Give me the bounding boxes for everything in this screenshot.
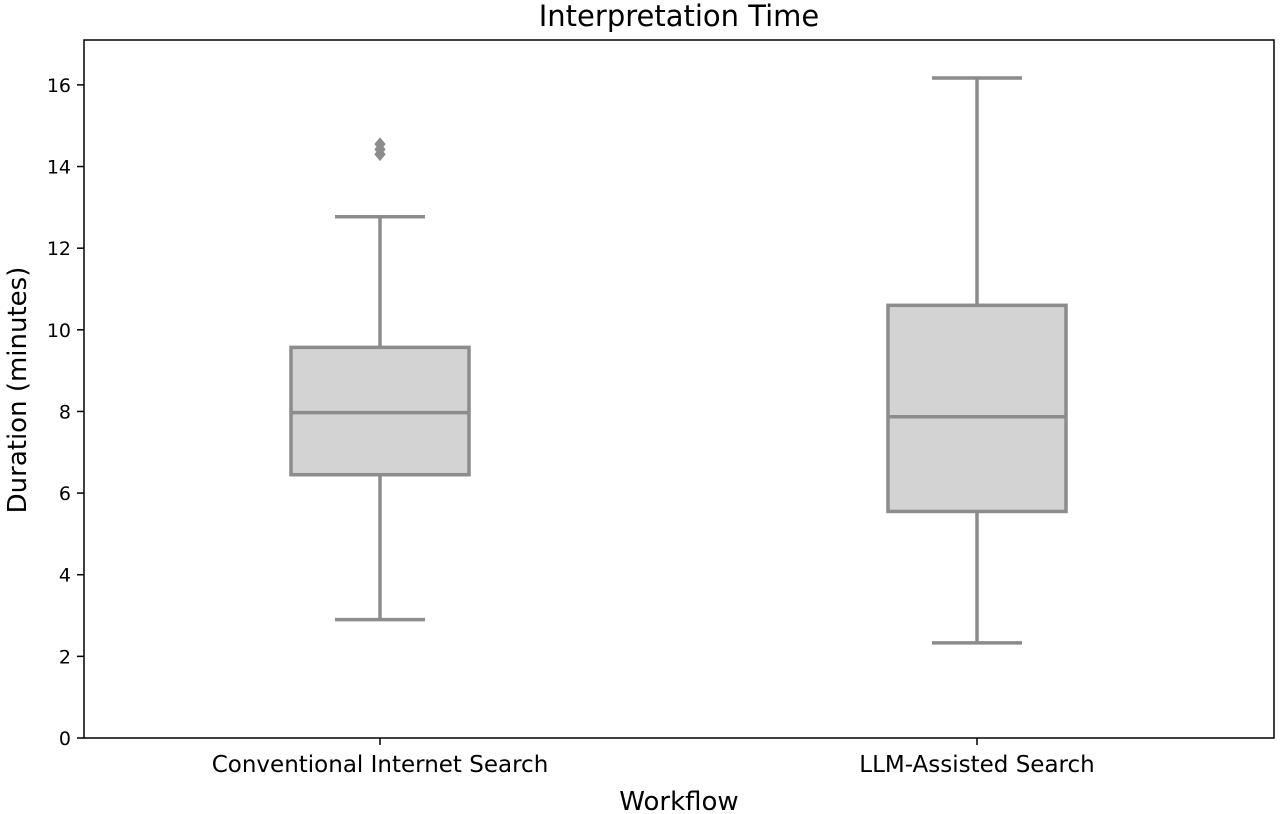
- y-tick-label: 0: [59, 728, 71, 750]
- x-axis-ticks: Conventional Internet Search LLM-Assisted…: [212, 738, 1095, 778]
- x-tick-label: Conventional Internet Search: [212, 752, 549, 778]
- y-tick-label: 12: [47, 238, 71, 260]
- y-axis-ticks: 0 2 4 6 8 10 12 14 16: [47, 75, 84, 750]
- chart-title: Interpretation Time: [539, 0, 819, 33]
- y-tick-label: 4: [59, 565, 71, 587]
- iqr-box: [886, 303, 1068, 514]
- y-tick-label: 14: [47, 157, 71, 179]
- boxes: [289, 76, 1068, 645]
- x-axis-label: Workflow: [619, 787, 738, 814]
- y-tick-label: 8: [59, 401, 71, 423]
- plot-frame: [83, 39, 1275, 739]
- y-tick-label: 6: [59, 483, 71, 505]
- y-tick-label: 2: [59, 646, 71, 668]
- y-tick-label: 16: [47, 75, 71, 97]
- x-tick-label: LLM-Assisted Search: [859, 752, 1094, 778]
- y-tick-label: 10: [47, 320, 71, 342]
- outlier-point: [374, 137, 386, 151]
- y-axis-label: Duration (minutes): [3, 267, 33, 514]
- box-group: [886, 76, 1068, 645]
- box-group: [289, 137, 471, 622]
